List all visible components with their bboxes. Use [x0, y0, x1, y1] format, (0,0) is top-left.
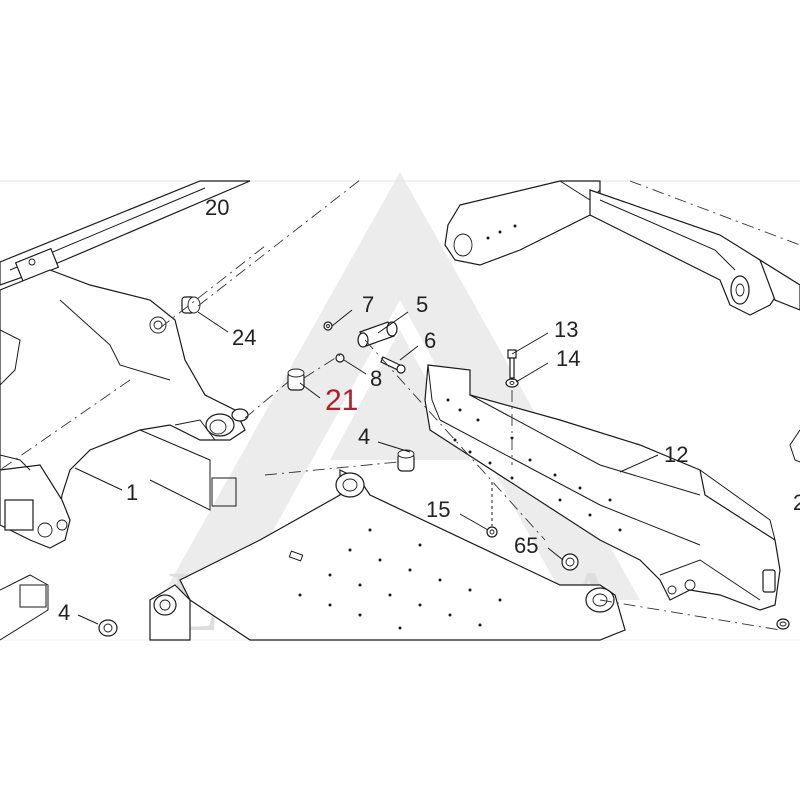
callout-4-bottom: 4 — [58, 600, 70, 625]
part-8-nut — [335, 353, 345, 363]
leader-lines — [74, 309, 659, 625]
callout-65: 65 — [514, 533, 538, 558]
part-65-nut — [561, 553, 579, 571]
part-20-beam — [0, 180, 251, 286]
part-4-bushing-middle — [397, 449, 415, 472]
part-21-bushing — [287, 368, 305, 391]
part-14-washer — [505, 378, 519, 388]
callout-21: 21 — [325, 384, 358, 417]
part-12-bar — [424, 364, 781, 611]
callout-24: 24 — [232, 325, 256, 350]
callout-7: 7 — [362, 292, 374, 317]
part-24-bushing — [181, 296, 201, 314]
callout-8: 8 — [370, 366, 382, 391]
part-4-bushing-bottom — [98, 619, 118, 637]
center-plate — [149, 469, 626, 641]
center-plate-holes — [298, 528, 502, 630]
callout-20: 20 — [205, 195, 229, 220]
callout-1: 1 — [126, 480, 138, 505]
part-12-holes — [446, 398, 622, 532]
callout-12: 12 — [664, 442, 688, 467]
part-6-bolt — [380, 356, 406, 374]
part-15-nut — [486, 482, 498, 538]
callout-6: 6 — [424, 328, 436, 353]
top-right-frame — [444, 180, 800, 316]
center-lines — [0, 179, 800, 631]
part-13-bolt — [507, 349, 517, 379]
callout-5: 5 — [416, 292, 428, 317]
callout-15: 15 — [426, 497, 450, 522]
callout-4-middle: 4 — [358, 424, 370, 449]
right-edge-fragments — [776, 429, 800, 630]
callout-13: 13 — [554, 317, 578, 342]
part-7-nut — [323, 321, 333, 331]
callout-14: 14 — [556, 346, 580, 371]
part-1-lower-bracket — [0, 429, 237, 641]
callout-2: 2 — [793, 490, 800, 515]
